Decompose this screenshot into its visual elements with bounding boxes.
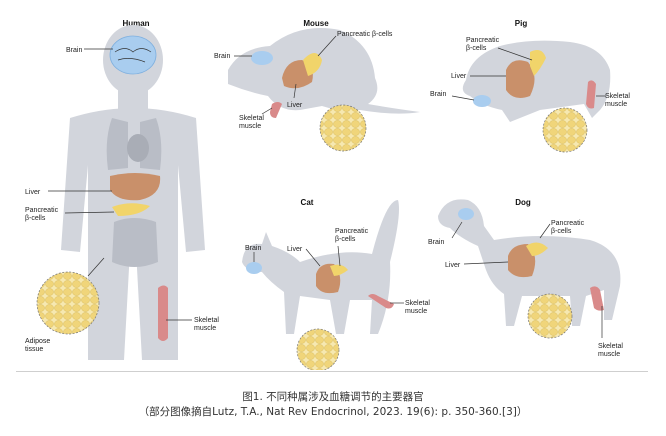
human-title: Human bbox=[122, 19, 149, 28]
cat-muscle-label: muscle bbox=[405, 308, 427, 315]
human-brain-icon bbox=[109, 35, 157, 75]
pig-brain-label: Brain bbox=[430, 91, 446, 98]
dog-beta-cells-label: β-cells bbox=[551, 228, 572, 235]
human-intestine-icon bbox=[112, 218, 158, 267]
mouse-brain-label: Brain bbox=[214, 53, 230, 60]
human-tissue-label: tissue bbox=[25, 346, 43, 353]
pig-brain-icon bbox=[473, 95, 491, 107]
mouse-panel: Mouse Brain Pancreatic β-cells Liver Ske… bbox=[214, 19, 420, 152]
mouse-pancreatic-label: Pancreatic β-cells bbox=[337, 31, 393, 38]
human-liver-icon bbox=[110, 173, 161, 201]
mouse-adipose-icon bbox=[319, 104, 367, 152]
dog-skeletal-label: Skeletal bbox=[598, 343, 623, 350]
mouse-muscle-icon bbox=[270, 102, 282, 118]
mouse-skeletal-label: Skeletal bbox=[239, 115, 264, 122]
dog-panel: Dog Brain Pancreatic β-cells Liver Skele… bbox=[428, 198, 623, 358]
dog-muscle-label: muscle bbox=[598, 351, 620, 358]
species-organ-diagram: Human Brain Liver Pancreatic β-cells Adi… bbox=[25, 19, 630, 370]
human-panel: Human Brain Liver Pancreatic β-cells Adi… bbox=[25, 19, 219, 360]
cat-pancreas-icon bbox=[330, 264, 348, 276]
human-liver-label: Liver bbox=[25, 189, 41, 196]
pig-adipose-icon bbox=[542, 107, 588, 153]
cat-brain-icon bbox=[246, 262, 262, 274]
caption-title: 图1. 不同种属涉及血糖调节的主要器官 bbox=[242, 391, 424, 403]
cat-beta-cells-label: β-cells bbox=[335, 236, 356, 243]
pig-liver-icon bbox=[506, 60, 535, 98]
human-skeletal-label: Skeletal bbox=[194, 317, 219, 324]
pig-muscle-icon bbox=[586, 80, 596, 109]
dog-brain-icon bbox=[458, 208, 474, 220]
pig-silhouette bbox=[462, 40, 611, 122]
dog-brain-label: Brain bbox=[428, 239, 444, 246]
cat-panel: Cat Brain Liver Pancreatic β-cells Skele… bbox=[242, 198, 430, 370]
cat-liver-label: Liver bbox=[287, 246, 303, 253]
human-muscle-label: muscle bbox=[194, 325, 216, 332]
human-pancreas-icon bbox=[112, 203, 150, 216]
caption-source: （部分图像摘自Lutz, T.A., Nat Rev Endocrinol, 2… bbox=[138, 406, 528, 418]
cat-brain-label: Brain bbox=[245, 245, 261, 252]
human-brain-label: Brain bbox=[66, 47, 82, 54]
dog-adipose-icon bbox=[527, 293, 573, 339]
pig-beta-cells-label: β-cells bbox=[466, 45, 487, 52]
dog-pancreas-icon bbox=[526, 242, 548, 256]
pig-muscle-label: muscle bbox=[605, 101, 627, 108]
cat-adipose-icon bbox=[296, 328, 340, 370]
figure-caption: 图1. 不同种属涉及血糖调节的主要器官 （部分图像摘自Lutz, T.A., N… bbox=[0, 390, 666, 420]
cat-skeletal-label: Skeletal bbox=[405, 300, 430, 307]
cat-title: Cat bbox=[301, 198, 314, 207]
pig-pancreatic-label: Pancreatic bbox=[466, 37, 500, 44]
human-adipose-label: Adipose bbox=[25, 338, 50, 345]
human-adipose-icon bbox=[36, 271, 100, 335]
human-beta-cells-label: β-cells bbox=[25, 215, 46, 222]
dog-title: Dog bbox=[515, 198, 531, 207]
caption-divider bbox=[16, 371, 648, 372]
dog-liver-label: Liver bbox=[445, 262, 461, 269]
mouse-brain-icon bbox=[251, 51, 273, 65]
mouse-liver-label: Liver bbox=[287, 102, 303, 109]
pig-title: Pig bbox=[515, 19, 528, 28]
human-muscle-icon bbox=[158, 285, 168, 341]
mouse-muscle-label: muscle bbox=[239, 123, 261, 130]
mouse-silhouette bbox=[228, 28, 420, 114]
pig-pancreas-icon bbox=[530, 50, 546, 76]
mouse-pancreas-icon bbox=[303, 53, 322, 76]
human-lungs-icon bbox=[106, 118, 162, 170]
human-pancreatic-label: Pancreatic bbox=[25, 207, 59, 214]
cat-pancreatic-label: Pancreatic bbox=[335, 228, 369, 235]
dog-pancreatic-label: Pancreatic bbox=[551, 220, 585, 227]
pig-panel: Pig Pancreatic β-cells Liver Brain Skele… bbox=[430, 19, 630, 153]
cat-muscle-icon bbox=[368, 294, 394, 309]
mouse-title: Mouse bbox=[303, 19, 329, 28]
dog-liver-icon bbox=[508, 244, 536, 278]
pig-skeletal-label: Skeletal bbox=[605, 93, 630, 100]
mouse-liver-icon bbox=[282, 60, 313, 89]
pig-liver-label: Liver bbox=[451, 73, 467, 80]
dog-muscle-icon bbox=[590, 286, 604, 311]
